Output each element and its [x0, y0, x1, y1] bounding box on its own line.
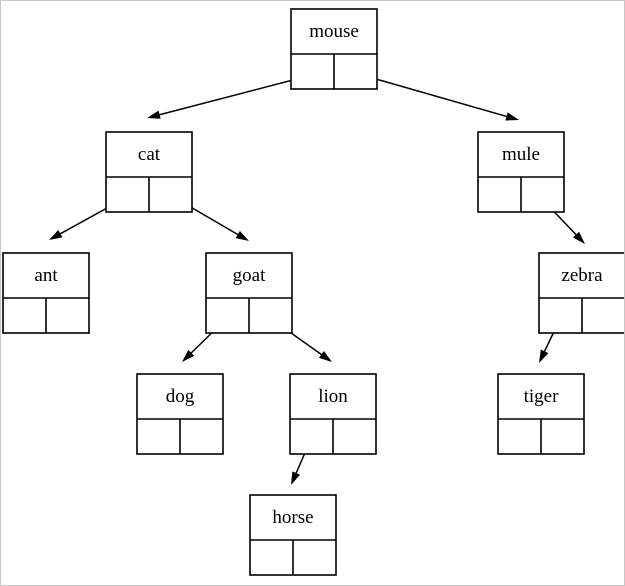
tree-node-ant[interactable]: ant: [2, 252, 90, 334]
tree-node-mouse[interactable]: mouse: [290, 8, 378, 90]
node-label-dog: dog: [166, 386, 195, 407]
tree-node-goat[interactable]: goat: [205, 252, 293, 334]
node-label-zebra: zebra: [561, 265, 603, 286]
right-pointer-cell-mule[interactable]: [521, 177, 564, 212]
right-pointer-cell-ant[interactable]: [46, 298, 89, 333]
right-pointer-cell-mouse[interactable]: [334, 54, 377, 89]
node-label-mouse: mouse: [309, 21, 359, 42]
tree-edge-mouse-to-cat: [147, 74, 313, 119]
node-label-horse: horse: [272, 507, 313, 528]
right-pointer-cell-cat[interactable]: [149, 177, 192, 212]
tree-node-mule[interactable]: mule: [477, 131, 565, 213]
left-pointer-cell-zebra[interactable]: [539, 298, 582, 333]
edge-arrowhead-icon: [182, 349, 195, 362]
left-pointer-cell-goat[interactable]: [206, 298, 249, 333]
node-label-mule: mule: [502, 144, 540, 165]
left-pointer-cell-mouse[interactable]: [291, 54, 334, 89]
tree-node-tiger[interactable]: tiger: [497, 373, 585, 455]
node-label-goat: goat: [233, 265, 266, 286]
edge-arrowhead-icon: [49, 230, 63, 240]
tree-node-dog[interactable]: dog: [136, 373, 224, 455]
edge-arrowhead-icon: [539, 349, 549, 363]
left-pointer-cell-dog[interactable]: [137, 419, 180, 454]
right-pointer-cell-zebra[interactable]: [582, 298, 625, 333]
tree-node-cat[interactable]: cat: [105, 131, 193, 213]
nodes-layer: mouse cat mule ant goat zebra dog lion tiger hors…: [2, 8, 625, 576]
tree-node-horse[interactable]: horse: [249, 494, 337, 576]
node-label-lion: lion: [318, 386, 348, 407]
right-pointer-cell-lion[interactable]: [333, 419, 376, 454]
left-pointer-cell-mule[interactable]: [478, 177, 521, 212]
edge-arrowhead-icon: [318, 351, 332, 362]
edge-line: [354, 72, 510, 118]
tree-node-zebra[interactable]: zebra: [538, 252, 625, 334]
right-pointer-cell-dog[interactable]: [180, 419, 223, 454]
right-pointer-cell-goat[interactable]: [249, 298, 292, 333]
edge-arrowhead-icon: [572, 231, 585, 244]
edge-line: [156, 74, 313, 117]
right-pointer-cell-horse[interactable]: [293, 540, 336, 575]
tree-edge-mouse-to-mule: [354, 72, 519, 121]
edge-arrowhead-icon: [505, 112, 519, 121]
node-label-tiger: tiger: [524, 386, 559, 407]
edge-arrowhead-icon: [291, 471, 301, 485]
node-label-cat: cat: [138, 144, 161, 165]
left-pointer-cell-horse[interactable]: [250, 540, 293, 575]
node-label-ant: ant: [34, 265, 58, 286]
left-pointer-cell-cat[interactable]: [106, 177, 149, 212]
left-pointer-cell-ant[interactable]: [3, 298, 46, 333]
left-pointer-cell-tiger[interactable]: [498, 419, 541, 454]
left-pointer-cell-lion[interactable]: [290, 419, 333, 454]
tree-node-lion[interactable]: lion: [289, 373, 377, 455]
right-pointer-cell-tiger[interactable]: [541, 419, 584, 454]
edge-arrowhead-icon: [147, 110, 161, 119]
edge-arrowhead-icon: [235, 230, 249, 241]
